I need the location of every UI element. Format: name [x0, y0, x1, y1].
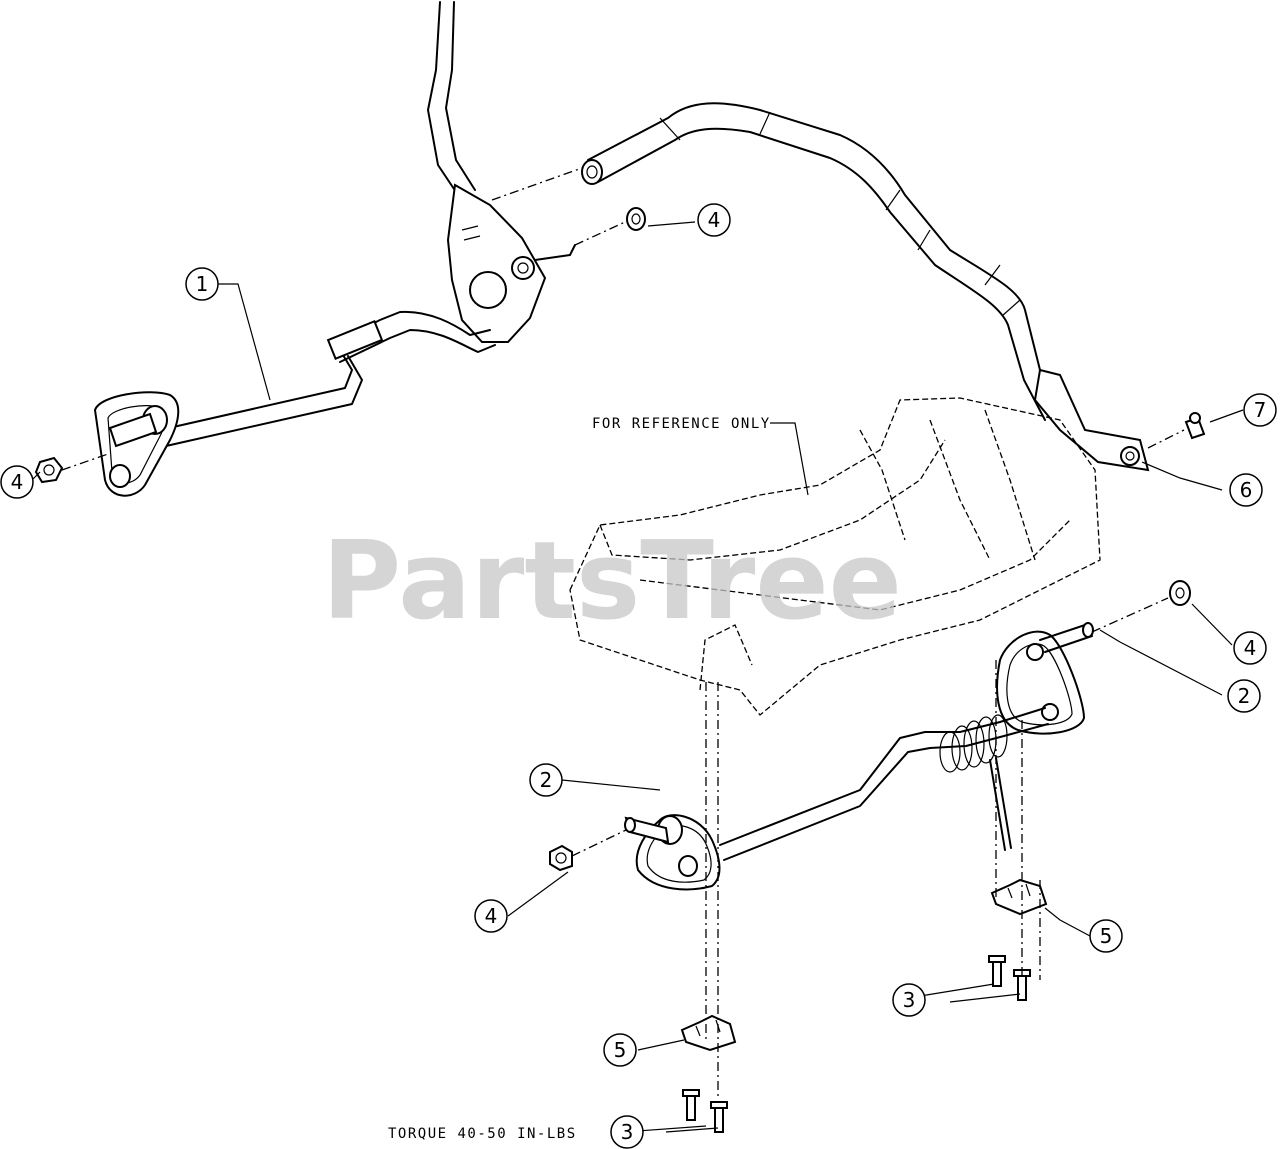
torque-note: TORQUE 40-50 IN-LBS: [388, 1126, 577, 1142]
rod-assembly-center: [624, 814, 721, 891]
callout-4-mid: 4: [474, 899, 508, 933]
clip-right: [990, 878, 1048, 916]
nut-left: [34, 456, 64, 484]
callout-2-left: 2: [529, 763, 563, 797]
watermark: PartsTree: [322, 519, 902, 644]
svg-text:7: 7: [1254, 398, 1267, 422]
svg-text:4: 4: [1244, 636, 1257, 660]
callout-3-bottom: 3: [610, 1115, 644, 1149]
svg-text:2: 2: [1238, 684, 1251, 708]
nut-top: [626, 207, 646, 231]
callout-4-top: 4: [697, 203, 731, 237]
callout-3-right: 3: [892, 983, 926, 1017]
grease-fitting: [1184, 412, 1206, 440]
leader-lines: [31, 221, 1244, 1133]
reference-mower-body: [569, 397, 1101, 716]
svg-text:4: 4: [485, 904, 498, 928]
alignment-lines: [61, 167, 1185, 1100]
svg-text:4: 4: [708, 208, 721, 232]
svg-text:6: 6: [1240, 478, 1253, 502]
reference-note: FOR REFERENCE ONLY: [592, 416, 771, 432]
callout-5-bottom: 5: [603, 1033, 637, 1067]
svg-text:5: 5: [1100, 924, 1113, 948]
callout-6: 6: [1229, 473, 1263, 507]
callout-5-right: 5: [1089, 919, 1123, 953]
callout-7: 7: [1243, 393, 1277, 427]
shift-lever: [427, 1, 576, 343]
svg-text:3: 3: [621, 1120, 634, 1144]
spring: [939, 714, 1008, 773]
svg-text:5: 5: [614, 1038, 627, 1062]
rod-assembly-right: [719, 622, 1094, 861]
svg-text:1: 1: [196, 272, 209, 296]
svg-text:3: 3: [903, 988, 916, 1012]
callout-1: 1: [185, 267, 219, 301]
bolts-right: [988, 955, 1031, 1001]
nut-mid: [549, 844, 573, 872]
callout-4-right: 4: [1233, 631, 1267, 665]
nut-right: [1169, 580, 1191, 606]
svg-text:2: 2: [540, 768, 553, 792]
handle-bar: [581, 102, 1061, 421]
bracket-arm: [1033, 368, 1150, 472]
svg-text:4: 4: [11, 470, 24, 494]
callout-2-right: 2: [1227, 679, 1261, 713]
clip-bottom: [680, 1014, 737, 1052]
bolts-bottom: [682, 1089, 728, 1133]
callout-4-left: 4: [0, 465, 34, 499]
rod-assembly-left: [93, 310, 496, 497]
